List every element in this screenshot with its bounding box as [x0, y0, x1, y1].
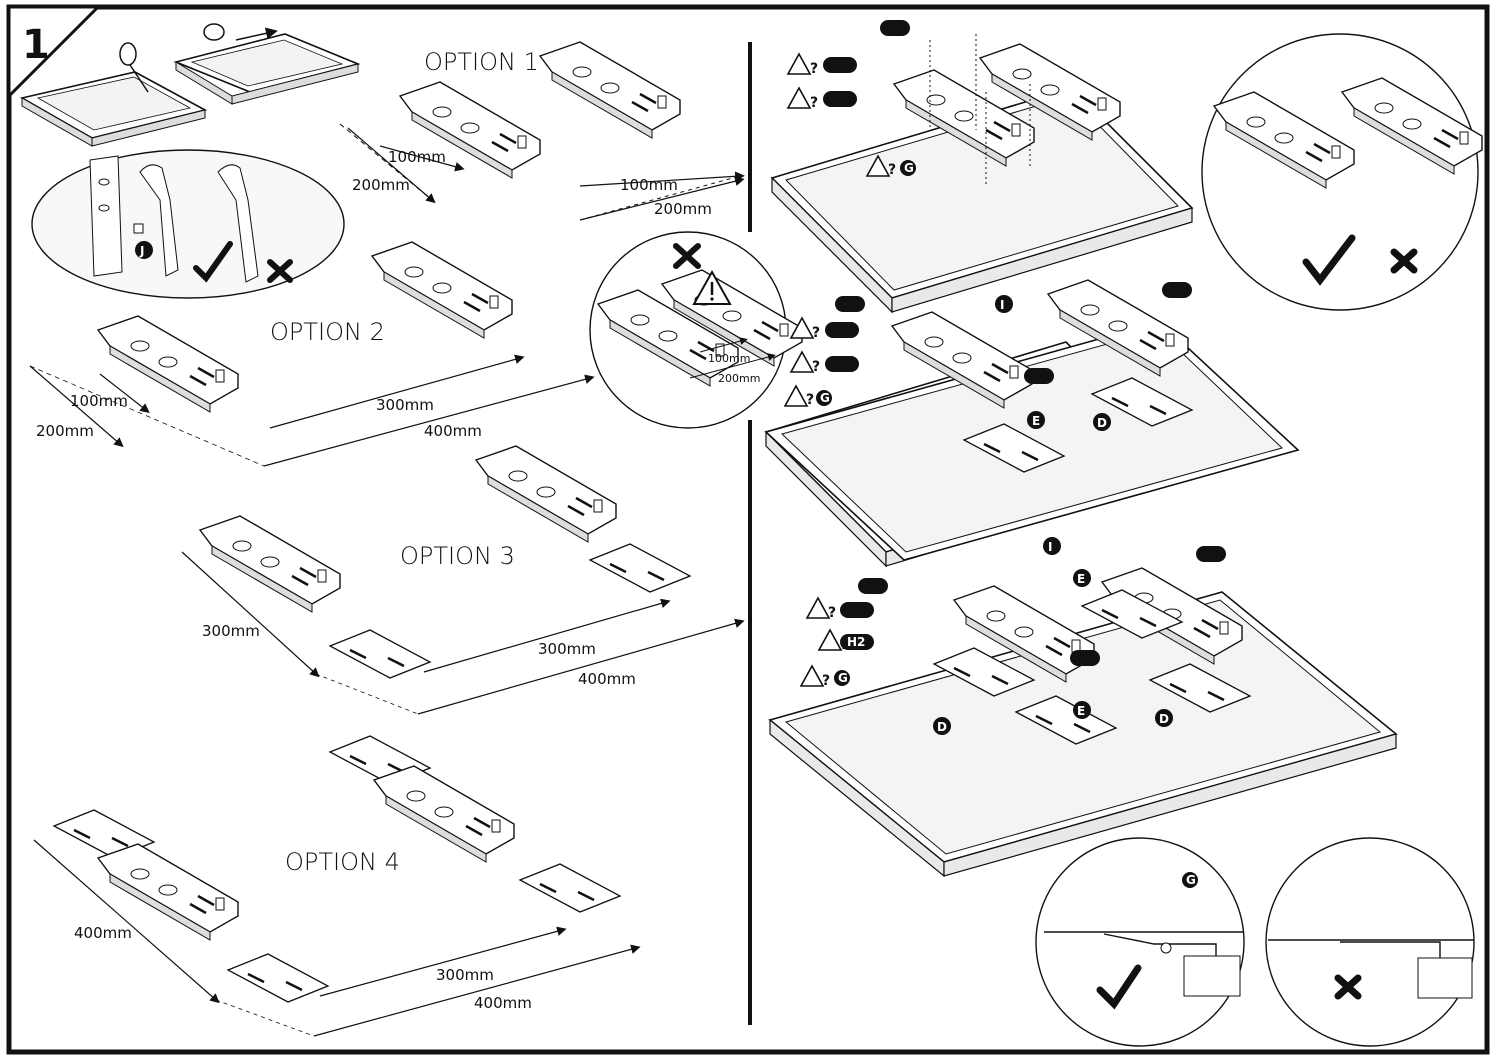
- label-parts-question: ?: [888, 162, 896, 178]
- label-options-3-dims-2: 400mm: [474, 994, 532, 1012]
- label-parts-question: ?: [810, 61, 818, 77]
- label-options-1-dims-3: 400mm: [424, 422, 482, 440]
- label-options-2-dims-1: 300mm: [538, 640, 596, 658]
- warning-icon: [786, 52, 812, 75]
- warning-icon: [799, 664, 825, 687]
- option-3-label: OPTION 3: [400, 542, 515, 570]
- label-parts-I: I: [1048, 540, 1052, 554]
- option-4: OPTION 4 400mm 300mm 400mm: [33, 734, 641, 1037]
- label-parts-question: ?: [812, 359, 820, 375]
- label-options-0-dims-3: 200mm: [654, 200, 712, 218]
- label-options-1-dims-1: 200mm: [36, 422, 94, 440]
- label-options-2-dims-0: 300mm: [202, 622, 260, 640]
- step-number: 1: [22, 22, 50, 68]
- option-1-label: OPTION 1: [424, 48, 539, 76]
- step-corner: 1: [7, 5, 102, 100]
- bracket-orientation-detail: [1201, 33, 1484, 311]
- hook-detail-ellipse: J: [31, 149, 345, 299]
- label-warning_detail-dims-0: 100mm: [708, 352, 750, 365]
- label-parts-I: I: [1000, 298, 1004, 312]
- label-parts-question: ?: [840, 637, 848, 653]
- tv-assembly-1: ? ? ? G: [771, 20, 1193, 313]
- warning-icon: [865, 154, 891, 177]
- check-icon: [1302, 234, 1356, 286]
- cross-icon: [1334, 974, 1362, 1000]
- label-parts-E: E: [1077, 704, 1085, 718]
- part-j-badge: [135, 241, 153, 259]
- label-options-2-dims-2: 400mm: [578, 670, 636, 688]
- label-parts-G: G: [1186, 873, 1196, 887]
- page-border: [6, 4, 1490, 1055]
- tv-assembly-2: I E D ? ? ? G: [764, 278, 1300, 567]
- label-parts-G: G: [838, 671, 848, 685]
- warning-detail-circle: 100mm 200mm: [589, 231, 804, 429]
- warning-icon: [805, 596, 831, 619]
- label-options-1-dims-2: 300mm: [376, 396, 434, 414]
- warning-icon: [786, 86, 812, 109]
- warning-icon: [817, 628, 843, 651]
- check-icon: [1096, 964, 1142, 1010]
- option-3: OPTION 3 300mm 300mm 400mm: [181, 444, 745, 715]
- label-parts-question: ?: [810, 95, 818, 111]
- warning-icon: [789, 350, 815, 373]
- check-icon: [193, 241, 233, 283]
- warning-icon: [692, 269, 732, 305]
- cross-icon: [267, 259, 293, 283]
- label-options-0-dims-1: 200mm: [352, 176, 410, 194]
- tv-assembly-3: H2 I E E D D ? ? ? G: [768, 537, 1398, 878]
- label-parts-question: ?: [822, 673, 830, 689]
- label-parts-question: ?: [806, 392, 814, 408]
- label-options-3-dims-0: 400mm: [74, 924, 132, 942]
- spacer-correct-detail: G: [1035, 837, 1245, 1047]
- cross-icon: [1390, 248, 1418, 274]
- label-warning_detail-dims-1: 200mm: [718, 372, 760, 385]
- spacer-incorrect-detail: [1265, 837, 1475, 1047]
- label-options-0-dims-0: 100mm: [388, 148, 446, 166]
- label-parts-D: D: [1097, 416, 1107, 430]
- option-1: OPTION 1 100mm 200mm 100mm 200mm: [339, 40, 745, 221]
- option-4-label: OPTION 4: [285, 848, 400, 876]
- option-2: OPTION 2 100mm 200mm 300mm 400mm: [29, 240, 595, 467]
- label-options-0-dims-2: 100mm: [620, 176, 678, 194]
- tv-measuring-illustration: [19, 23, 361, 147]
- label-options-3-dims-1: 300mm: [436, 966, 494, 984]
- label-parts-D: D: [1159, 712, 1169, 726]
- label-parts-H2: H2: [847, 635, 865, 649]
- label-parts-E: E: [1077, 572, 1085, 586]
- label-parts-E: E: [1032, 414, 1040, 428]
- label-parts-G: G: [904, 161, 914, 175]
- label-parts-question: ?: [812, 325, 820, 341]
- warning-icon: [789, 316, 815, 339]
- label-parts-G: G: [820, 391, 830, 405]
- label-parts-J: J: [139, 244, 144, 258]
- label-parts-D: D: [937, 720, 947, 734]
- cross-icon: [673, 243, 701, 269]
- label-parts-question: ?: [828, 605, 836, 621]
- option-2-label: OPTION 2: [270, 318, 385, 346]
- warning-icon: [783, 384, 809, 407]
- label-options-1-dims-0: 100mm: [70, 392, 128, 410]
